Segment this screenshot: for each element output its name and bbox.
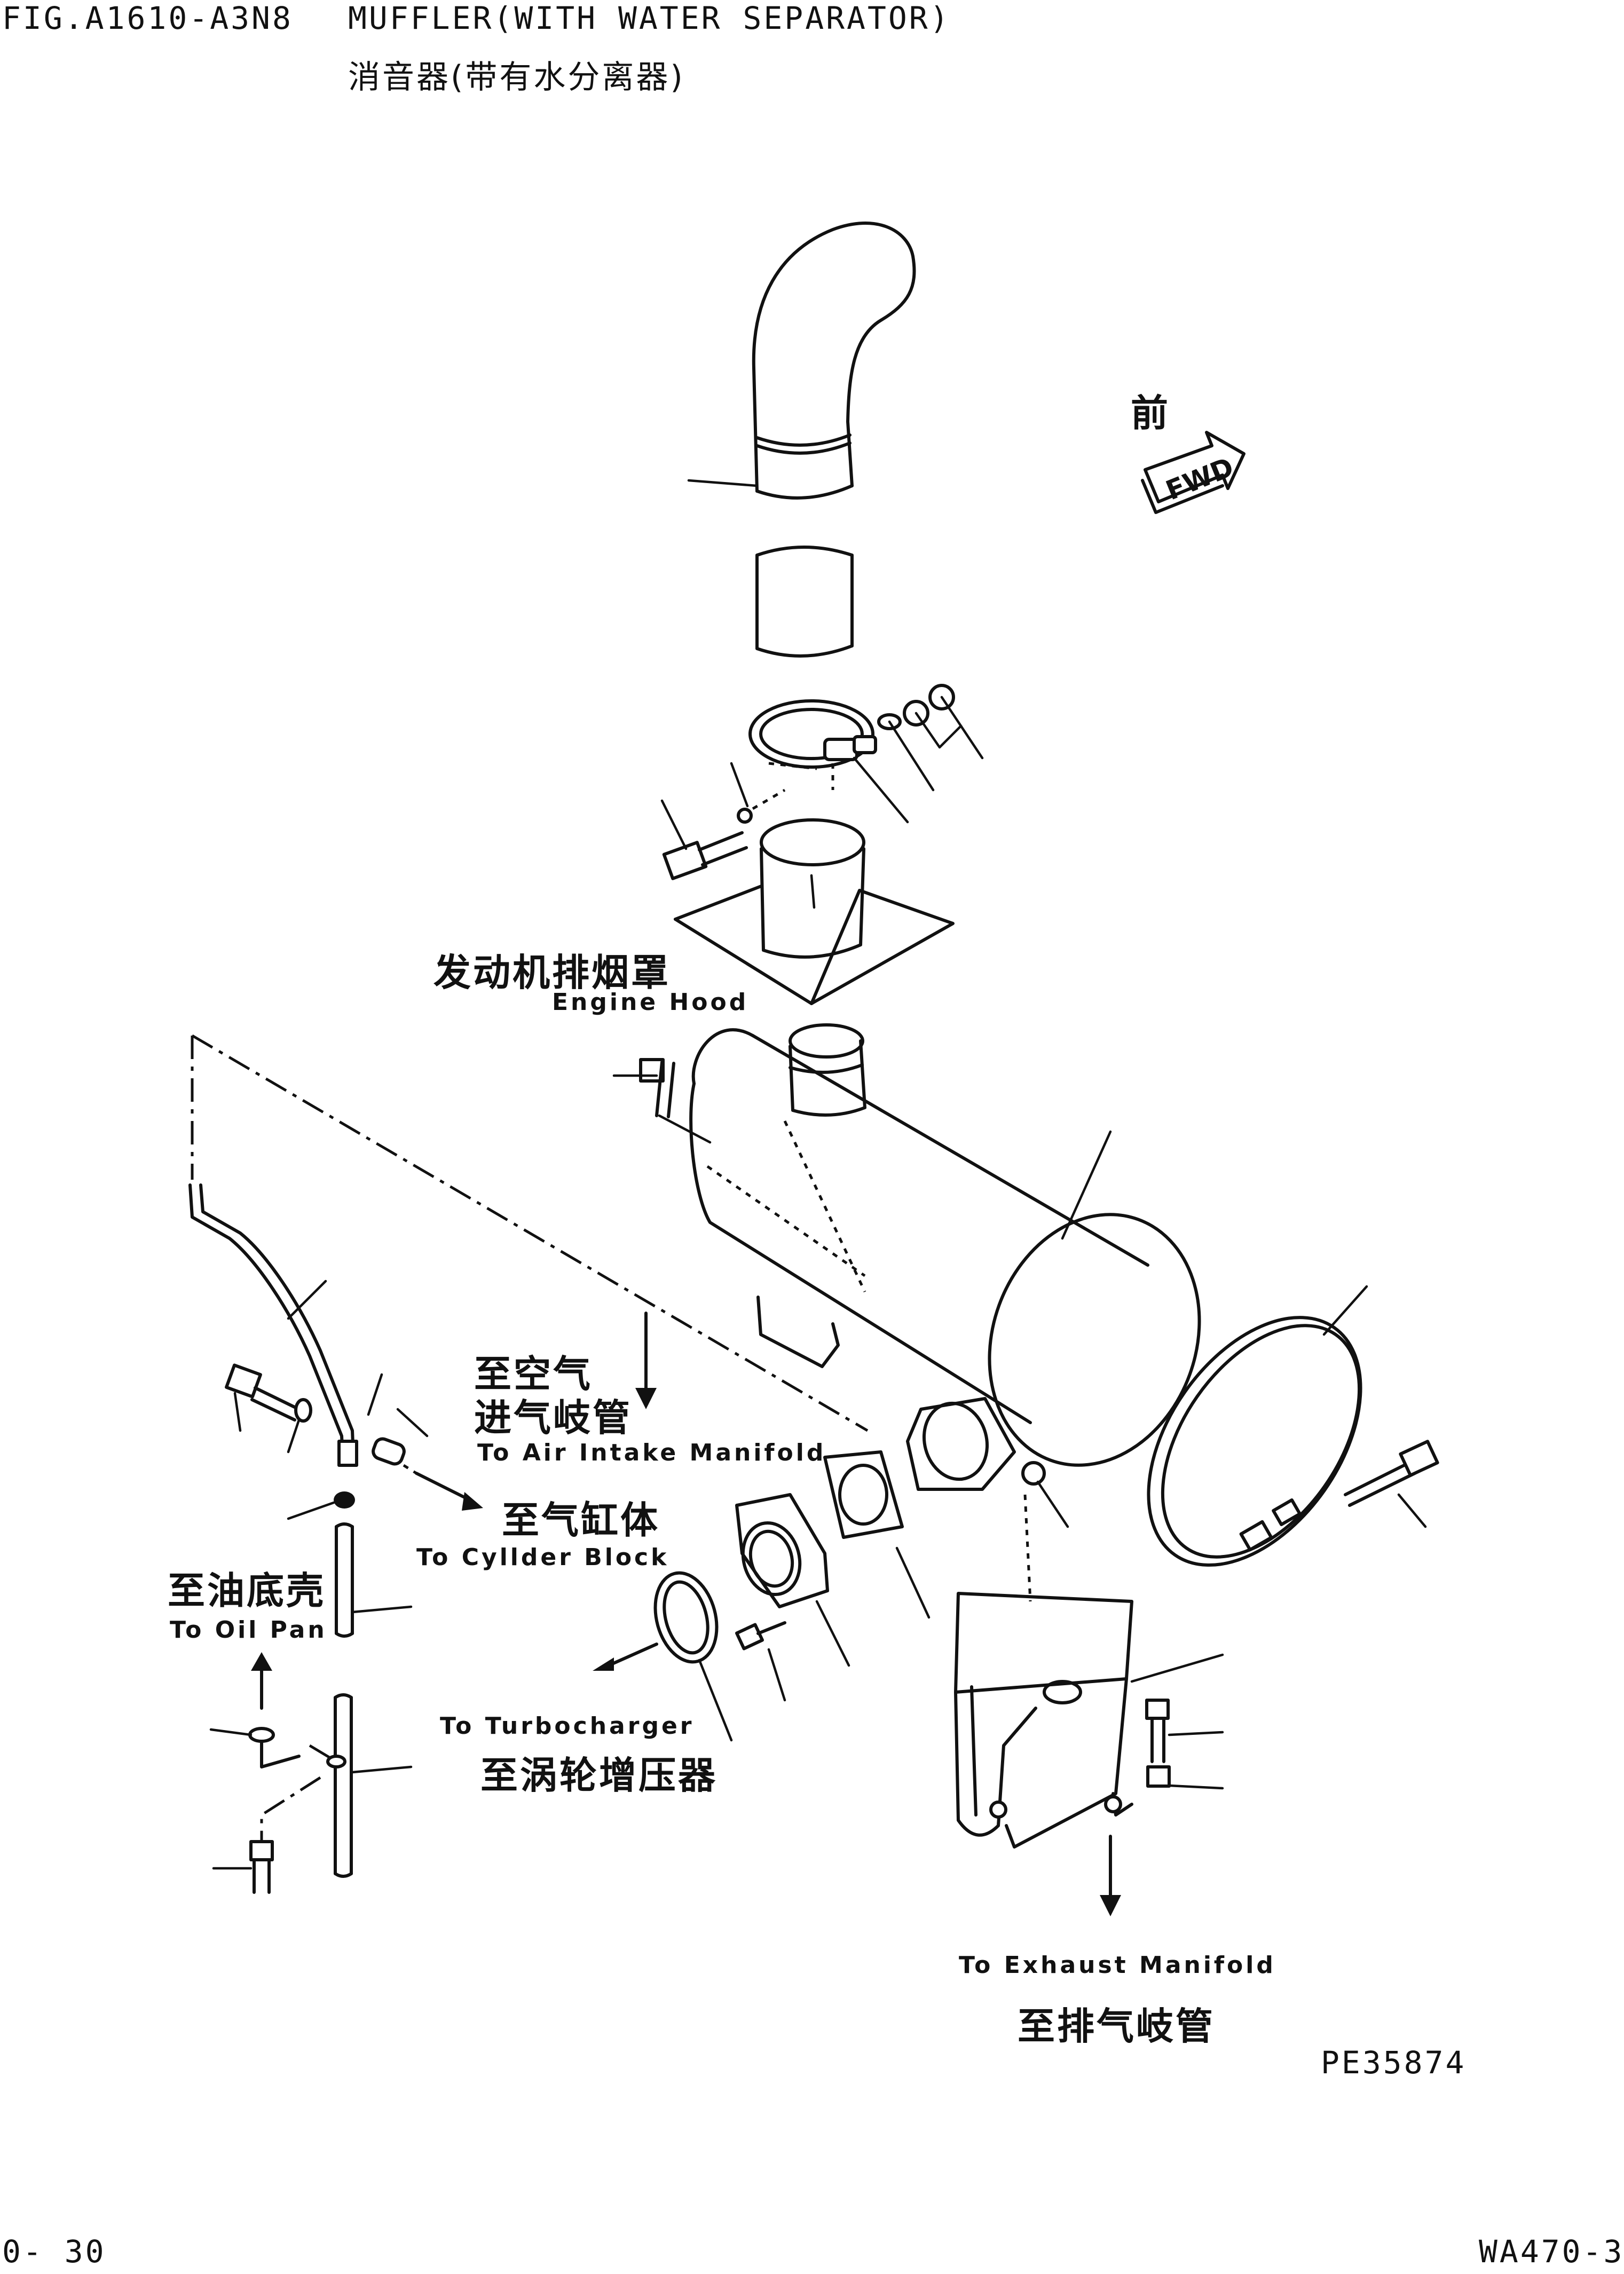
upper-clamp [748,699,909,824]
gasket-square [823,1450,931,1619]
dash-dot-line [191,1034,869,1432]
outlet-flange [906,1397,1069,1602]
drain-bolt [225,1363,383,1454]
mount-bracket [954,1592,1224,1916]
muffler-top-bolt [612,1058,712,1144]
figure-title-en: MUFFLER(WITH WATER SEPARATOR) [348,0,951,36]
hood-bolt [660,762,786,880]
engine-hood-label-cn: 发动机排烟罩 [433,951,671,994]
figure-title-cn: 消音器(带有水分离器) [348,59,685,96]
cylinder-label-cn: 至气缸体 [502,1498,660,1542]
engine-hood-label-en: Engine Hood [552,989,749,1016]
drain-tube [188,1183,358,1467]
fwd-arrow-icon: FWD [1141,431,1245,514]
figure-code: FIG.A1610-A3N8 [2,0,293,36]
adapter-flange [735,1493,850,1667]
drawing-number: PE35874 [1321,2044,1467,2081]
adapter-bolt [735,1621,786,1702]
turbo-label-en: To Turbocharger [440,1712,695,1740]
air-intake-label-cn-2: 进气岐管 [474,1396,632,1440]
sleeve-tube [755,546,854,658]
exhaust-label-en: To Exhaust Manifold [959,1952,1276,1979]
cylinder-plug [372,1408,483,1511]
air-intake-arrow [635,1312,657,1409]
clamp-bolt [1344,1440,1439,1528]
seal-ring [593,1571,733,1742]
engine-hood-plate [674,818,955,1005]
muffler-body [689,1023,1201,1467]
exhaust-label-cn: 至排气岐管 [1018,2004,1215,2048]
band-clamp [1147,1285,1368,1567]
air-intake-label-cn-1: 至空气 [474,1352,593,1396]
oil-pan-connector [209,1652,346,1894]
oil-pan-label-cn: 至油底壳 [168,1569,326,1613]
drain-hose [334,1522,413,1878]
exhaust-stack-pipe [687,222,916,500]
turbo-label-cn: 至涡轮增压器 [480,1754,718,1797]
air-intake-label-en: To Air Intake Manifold [477,1439,826,1466]
cylinder-label-en: To Cyllder Block [416,1544,669,1571]
bracket-bolts [1145,1699,1224,1790]
page-number: 0- 30 [2,2233,106,2270]
oil-pan-label-en: To Oil Pan [170,1616,327,1644]
model-number: WA470-3 [1479,2233,1624,2270]
forward-label-cn: 前 [1131,391,1170,435]
grommet [287,1491,355,1520]
upper-nuts [877,684,984,792]
